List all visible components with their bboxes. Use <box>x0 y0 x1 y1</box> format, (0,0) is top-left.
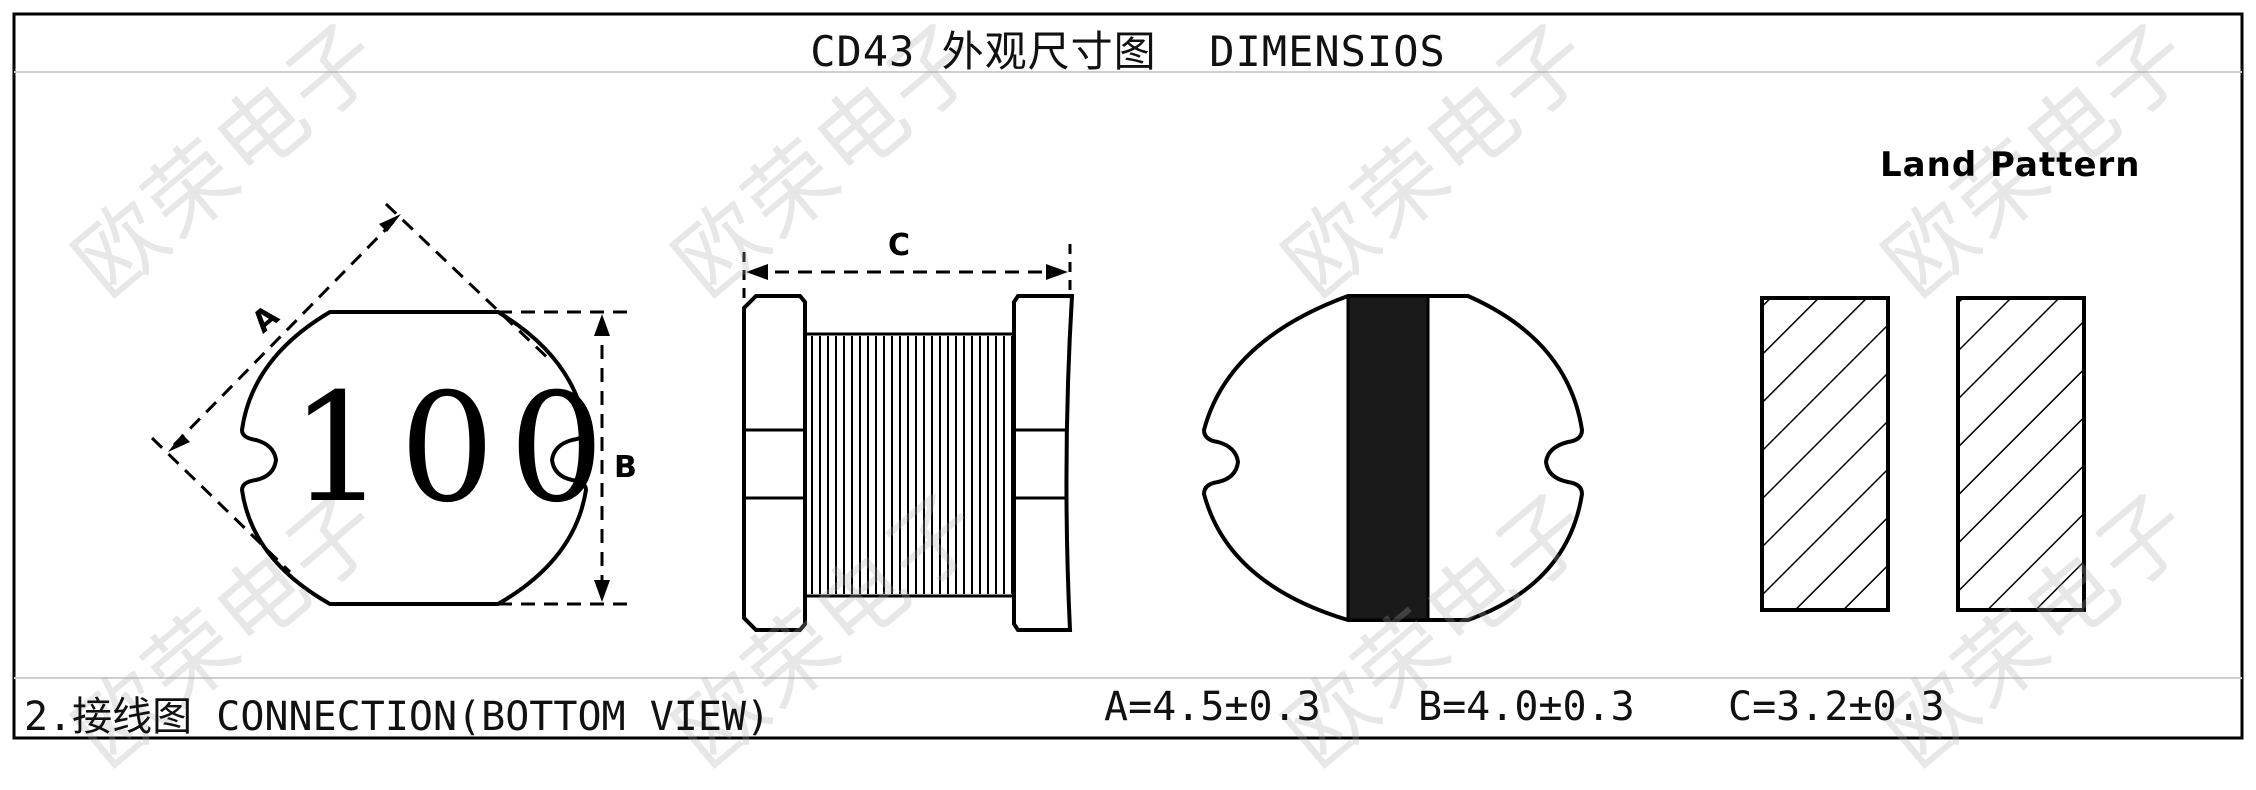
dim-c-arrow-head-right <box>1046 264 1068 280</box>
dim-b-arrow-head-bottom <box>594 580 610 602</box>
spec-a: A=4.5±0.3 <box>1104 684 1321 730</box>
left-flange <box>742 294 807 632</box>
land-pad-right <box>1956 296 2086 612</box>
connection-label: 2.接线图 CONNECTION(BOTTOM VIEW) <box>24 694 771 740</box>
spec-c: C=3.2±0.3 <box>1728 684 1945 730</box>
land-pattern-label: Land Pattern <box>1880 145 2141 185</box>
dim-a-arrow-line <box>172 218 397 447</box>
drawing-sheet: 欧荣电子 欧荣电子 欧荣电子 欧荣电子 欧荣电子 欧荣电子 欧荣电子 欧荣电子 … <box>12 1 2244 787</box>
dim-c-arrow-head-left <box>746 264 768 280</box>
bottom-view <box>1201 294 1585 622</box>
dimension-c-label: C <box>888 228 911 263</box>
land-pad-left <box>1760 296 1890 612</box>
dimension-b-label: B <box>614 450 637 485</box>
dim-a-arrow-head-bottom <box>168 434 190 452</box>
side-view <box>742 244 1075 632</box>
land-pattern <box>1760 296 2086 612</box>
dim-b-arrow-head-top <box>594 314 610 336</box>
dim-a-ext-upper <box>384 202 554 364</box>
outer-frame <box>12 12 2244 740</box>
dim-a-arrow-head-top <box>379 214 401 232</box>
right-flange <box>1012 294 1075 632</box>
part-marking: 100 <box>290 362 619 536</box>
drawing-title: CD43 外观尺寸图 DIMENSIOS <box>810 27 1446 76</box>
spec-b: B=4.0±0.3 <box>1418 684 1635 730</box>
winding-core <box>803 332 1016 598</box>
top-view <box>150 202 630 606</box>
winding-lines <box>811 336 1013 594</box>
dim-a-ext-lower <box>150 436 292 574</box>
electrode-band <box>1346 294 1430 622</box>
drawing-canvas <box>12 12 2244 740</box>
